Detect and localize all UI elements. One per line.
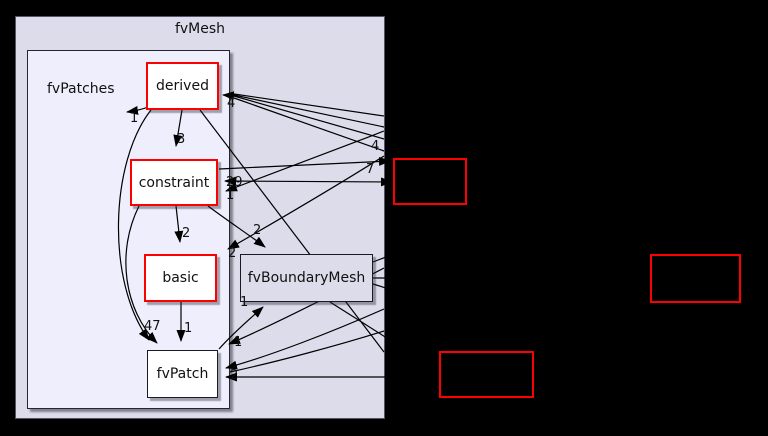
cluster-fvpatches-title: fvPatches <box>47 81 115 97</box>
edge-label: 2 <box>228 246 237 261</box>
edges <box>117 91 650 382</box>
node-fvboundarymesh[interactable]: fvBoundaryMesh <box>240 254 373 302</box>
node-derived[interactable]: derived <box>146 62 219 110</box>
node-fvpatch[interactable]: fvPatch <box>147 350 218 398</box>
node-constraint[interactable]: constraint <box>130 159 218 206</box>
edge-label: 1 <box>226 188 235 203</box>
edge-label: 1 <box>184 321 193 336</box>
node-external-3[interactable] <box>439 351 534 398</box>
node-basic[interactable]: basic <box>144 254 217 302</box>
edge-label: 1 <box>234 335 243 350</box>
edge-label: 4 <box>227 96 236 111</box>
edge-label: 3 <box>177 132 186 147</box>
edge-label: 1 <box>130 111 139 126</box>
node-external-2[interactable] <box>650 254 741 303</box>
edge-label: 4 <box>371 139 380 154</box>
node-external-1[interactable] <box>393 158 467 205</box>
edge-label: 2 <box>230 368 239 383</box>
cluster-fvmesh-title: fvMesh <box>174 21 226 37</box>
edge-label: 2 <box>182 226 191 241</box>
edge-label: 47 <box>144 319 161 334</box>
edge-label: 2 <box>253 223 262 238</box>
edge-label: 7 <box>366 162 375 177</box>
edge-label: 1 <box>240 295 249 310</box>
